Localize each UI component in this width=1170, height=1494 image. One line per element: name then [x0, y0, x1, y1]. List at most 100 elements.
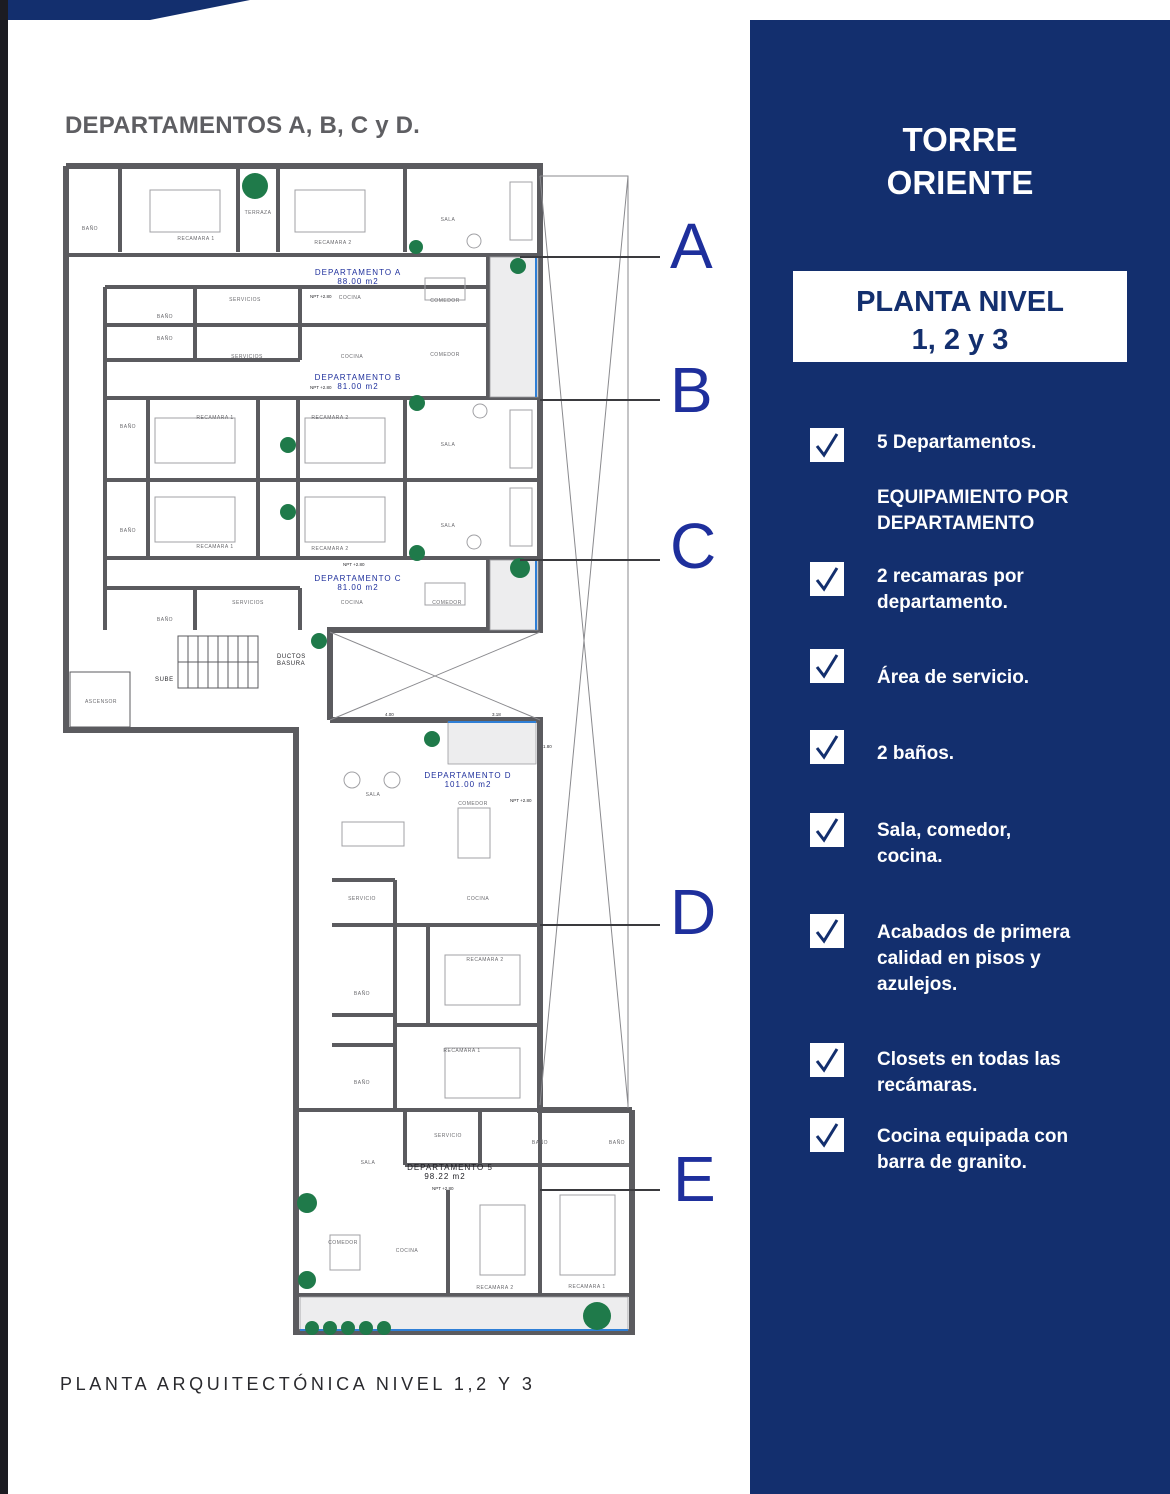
unit-marker-a: A — [670, 210, 713, 282]
feature-text: departamento. — [877, 592, 1008, 613]
room-label: SERVICIOS — [229, 297, 261, 303]
room-label: COCINA — [396, 1248, 419, 1254]
dimension-label: 1.80 — [543, 744, 552, 749]
checkmark-icon — [810, 649, 844, 683]
equipment-heading: EQUIPAMIENTO POR DEPARTAMENTO — [877, 485, 1157, 537]
unit-marker-d: D — [670, 876, 717, 948]
level-box-line1: PLANTA NIVEL — [856, 286, 1064, 318]
unit-marker-b: B — [670, 354, 713, 426]
room-label: BAÑO — [354, 990, 370, 997]
unit-label-b-name: DEPARTAMENTO B — [315, 373, 402, 382]
room-label: SALA — [441, 523, 456, 529]
room-label: ASCENSOR — [85, 699, 117, 705]
unit-marker-c: C — [670, 510, 717, 582]
floor-plan: DEPARTAMENTO A 88.00 m2 DEPARTAMENTO B 8… — [63, 163, 660, 1335]
room-label: RECAMARA 2 — [311, 415, 348, 421]
room-label: BAÑO — [82, 225, 98, 232]
terrace-hatching — [299, 256, 629, 1331]
level-box-line2: 1, 2 y 3 — [911, 324, 1009, 356]
furniture — [149, 181, 616, 1276]
unit-callout-lines — [520, 256, 660, 1191]
level-mark: NPT +2.80 — [310, 385, 332, 390]
feature-text: cocina. — [877, 846, 943, 867]
feature-text: recámaras. — [877, 1075, 978, 1096]
feature-text: barra de granito. — [877, 1152, 1027, 1173]
interior-walls — [66, 168, 632, 1297]
room-label: BAÑO — [609, 1139, 625, 1146]
tower-title: TORRE ORIENTE — [750, 118, 1170, 204]
feature-text: Cocina equipada con — [877, 1126, 1069, 1147]
room-label: COCINA — [467, 896, 490, 902]
room-label: SALA — [441, 217, 456, 223]
room-label-ductos: DUCTOS — [277, 654, 306, 660]
tower-title-line1: TORRE — [902, 121, 1018, 158]
room-label: BAÑO — [157, 313, 173, 320]
plan-title: DEPARTAMENTOS A, B, C y D. — [65, 112, 421, 139]
building-outer-walls — [63, 163, 635, 1335]
unit-label-b-area: 81.00 m2 — [337, 382, 378, 391]
unit-marker-e: E — [673, 1143, 716, 1215]
room-label: SERVICIO — [434, 1133, 462, 1139]
unit-label-c-name: DEPARTAMENTO C — [314, 574, 401, 583]
feature-text: Área de servicio. — [877, 667, 1030, 688]
unit-label-c-area: 81.00 m2 — [337, 583, 378, 592]
room-label: COCINA — [341, 354, 364, 360]
tower-title-line2: ORIENTE — [886, 164, 1034, 201]
checkmark-icon — [810, 1043, 844, 1077]
room-label: SALA — [361, 1160, 376, 1166]
feature-text: Acabados de primera — [877, 922, 1071, 943]
checkmark-icon — [810, 428, 844, 462]
unit-label-a-name: DEPARTAMENTO A — [315, 268, 401, 277]
room-label: RECAMARA 1 — [443, 1048, 480, 1054]
room-label: COMEDOR — [328, 1240, 358, 1246]
feature-text: calidad en pisos y — [877, 948, 1041, 969]
feature-text: Closets en todas las — [877, 1049, 1061, 1070]
room-label: RECAMARA 2 — [311, 546, 348, 552]
unit-label-d-area: 101.00 m2 — [445, 780, 492, 789]
room-label: BAÑO — [120, 423, 136, 430]
room-label: RECAMARA 1 — [177, 236, 214, 242]
room-label: SERVICIOS — [232, 600, 264, 606]
room-label: SALA — [366, 792, 381, 798]
checkmark-icon — [810, 914, 844, 948]
room-label: RECAMARA 1 — [568, 1284, 605, 1290]
room-label: SERVICIO — [348, 896, 376, 902]
unit-label-a-area: 88.00 m2 — [337, 277, 378, 286]
room-label: COMEDOR — [432, 600, 462, 606]
room-label: BAÑO — [354, 1079, 370, 1086]
level-mark: NPT +2.80 — [510, 798, 532, 803]
room-label: COCINA — [339, 295, 362, 301]
unit-label-d-name: DEPARTAMENTO D — [424, 771, 511, 780]
feature-text: azulejos. — [877, 974, 958, 995]
dimension-label: 3.18 — [492, 712, 501, 717]
unit-label-e-area: 98.22 m2 — [424, 1172, 465, 1181]
room-label: COMEDOR — [430, 298, 460, 304]
room-label: BAÑO — [532, 1139, 548, 1146]
room-label: RECAMARA 1 — [196, 415, 233, 421]
level-box-text: PLANTA NIVEL 1, 2 y 3 — [793, 283, 1127, 359]
boundary-lines — [329, 175, 629, 1110]
room-label-basura: BASURA — [277, 661, 305, 667]
feature-text: 5 Departamentos. — [877, 432, 1037, 453]
top-corner-wedge — [150, 0, 250, 20]
room-label: COCINA — [341, 600, 364, 606]
room-label: COMEDOR — [458, 801, 488, 807]
dimension-label: 4.00 — [385, 712, 394, 717]
room-label: COMEDOR — [430, 352, 460, 358]
plan-caption: PLANTA ARQUITECTÓNICA NIVEL 1,2 Y 3 — [60, 1374, 536, 1394]
room-label: RECAMARA 2 — [476, 1285, 513, 1291]
level-mark: NPT +2.80 — [310, 294, 332, 299]
plant-icons — [242, 173, 611, 1335]
equipment-heading-line2: DEPARTAMENTO — [877, 513, 1035, 534]
level-box: PLANTA NIVEL 1, 2 y 3 — [793, 271, 1127, 362]
feature-text: 2 recamaras por — [877, 566, 1024, 587]
checkmark-icon — [810, 730, 844, 764]
room-label: BAÑO — [157, 335, 173, 342]
info-panel: TORRE ORIENTE PLANTA NIVEL 1, 2 y 3 5 De… — [750, 20, 1170, 1494]
checkmark-icon — [810, 813, 844, 847]
level-mark: NPT +2.80 — [432, 1186, 454, 1191]
unit-label-e-name: DEPARTAMENTO 5 — [407, 1163, 493, 1172]
room-label: RECAMARA 2 — [466, 957, 503, 963]
room-label: SALA — [441, 442, 456, 448]
checkmark-icon — [810, 562, 844, 596]
